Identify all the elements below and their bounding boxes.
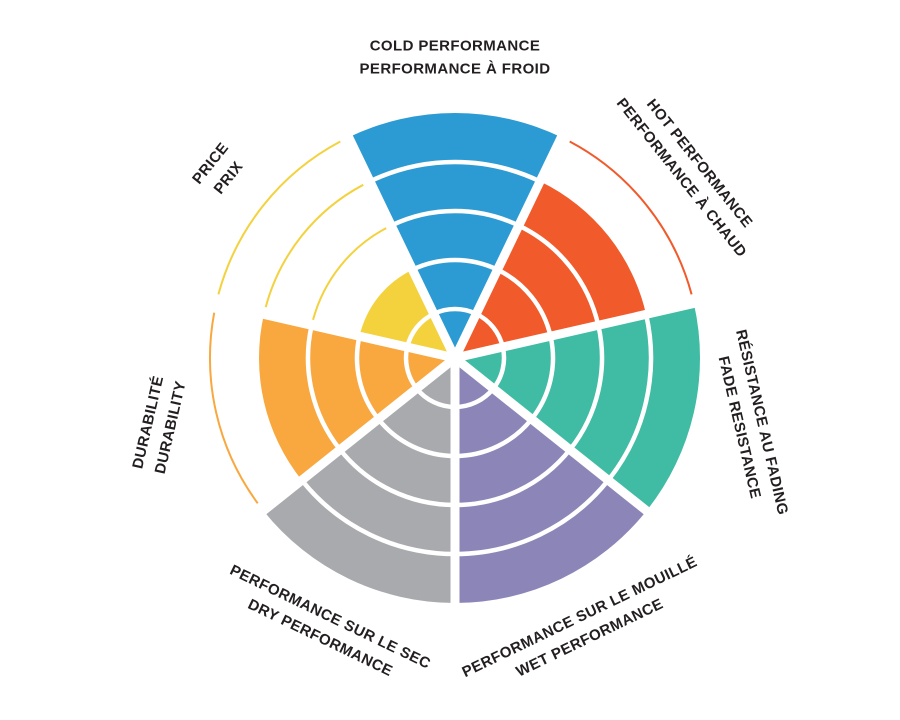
unfilled-ring-arc <box>209 312 259 504</box>
sector-hot-performance <box>455 181 647 358</box>
sector-price <box>359 269 455 358</box>
ring-divider <box>300 478 456 557</box>
sector-cold-performance <box>348 113 562 358</box>
ring-divider <box>517 223 601 326</box>
sector-fade-resistance <box>455 303 700 511</box>
ring-divider <box>305 324 342 452</box>
unfilled-ring-arc <box>312 227 387 321</box>
sector-separator <box>453 297 701 363</box>
ring-divider <box>354 335 381 421</box>
ring-divider <box>368 159 542 184</box>
sector-separator <box>450 129 568 360</box>
ring-divider <box>606 313 654 482</box>
unfilled-ring-arc <box>217 140 341 295</box>
unfilled-ring-arc <box>569 140 693 295</box>
sector-separator <box>452 354 655 519</box>
ring-divider <box>338 448 456 508</box>
ring-divider <box>454 478 610 557</box>
ring-divider <box>529 335 556 421</box>
sector-dry-performance <box>263 358 455 603</box>
ring-divider <box>390 208 520 228</box>
ring-divider <box>496 267 553 337</box>
ring-divider <box>376 417 456 459</box>
ring-divider <box>454 417 534 459</box>
ring-divider <box>454 448 572 508</box>
sector-separator <box>342 129 460 360</box>
sector-wet-performance <box>455 358 647 603</box>
sector-separator <box>255 354 458 519</box>
unfilled-ring-arc <box>264 183 364 308</box>
ring-divider <box>411 257 499 272</box>
sector-separator <box>209 297 457 363</box>
ring-divider <box>568 324 605 452</box>
